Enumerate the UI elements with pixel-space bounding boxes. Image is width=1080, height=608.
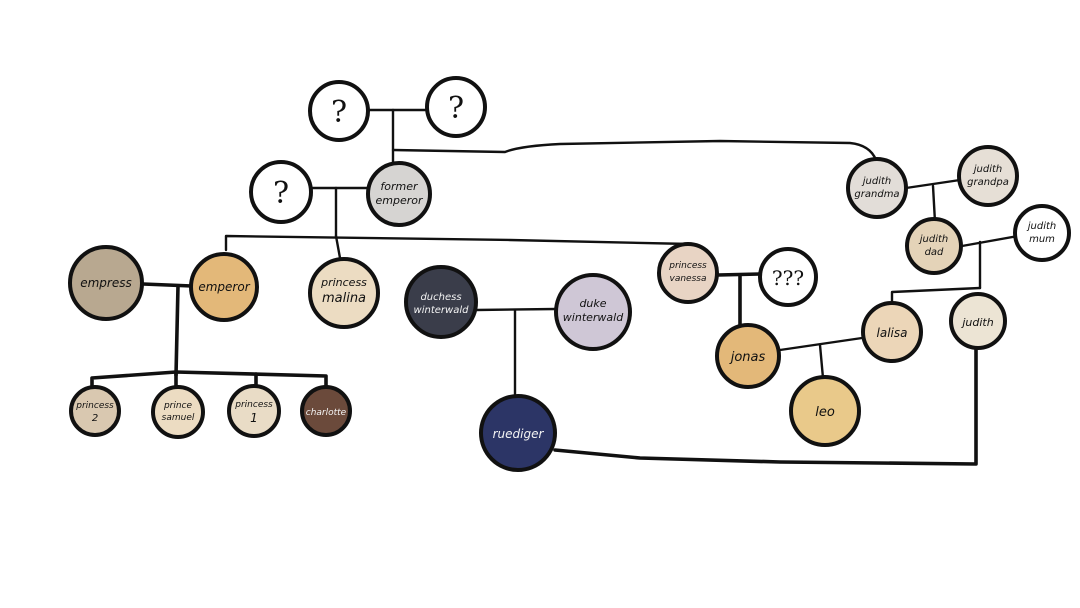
person-label: emperor [375,194,423,207]
person-label: 2 [92,413,98,424]
person-princess-2[interactable]: princess 2 [69,385,121,437]
person-label: judith [972,164,1003,175]
person-label: jonas [729,350,766,365]
person-judith-grandpa[interactable]: judith grandpa [957,145,1019,207]
person-label: ? [448,91,464,126]
person-label: 1 [250,411,258,425]
portrait [404,265,478,339]
link-grandparents-to-dad [931,184,937,224]
link-dad-mum-children-bar [890,286,982,305]
person-unknown-2[interactable]: ? [425,76,487,138]
person-label: ruediger [493,427,545,441]
person-label: duke [579,297,606,310]
person-label: dad [925,247,944,258]
link-dad-mum-couple [960,234,1020,248]
person-judith-mum[interactable]: judith mum [1013,204,1071,262]
person-unknown-4[interactable]: ??? [758,247,818,307]
person-judith-grandma[interactable]: judith grandma [846,157,908,219]
person-label: charlotte [306,408,347,418]
person-leo[interactable]: leo [789,375,861,447]
person-label: lalisa [877,326,908,340]
portrait [68,245,144,321]
connector-lines [90,108,1020,466]
link-to-princess-malina [334,234,342,260]
link-jonas-lalisa-to-leo [818,343,825,380]
person-label: former [380,180,419,193]
portrait [554,273,632,351]
person-label: princess [668,261,707,271]
portrait [308,257,380,329]
person-label: princess [234,400,273,410]
portrait [905,217,963,275]
person-label: winterwald [563,311,624,324]
portrait [151,385,205,439]
person-label: emperor [198,280,250,294]
portrait [69,385,121,437]
person-princess-1[interactable]: princess 1 [227,384,281,438]
portrait [789,375,861,447]
person-charlotte[interactable]: charlotte [300,385,352,437]
portrait [846,157,908,219]
person-label: grandma [854,189,899,200]
portrait [949,292,1007,350]
person-label: princess [75,401,114,411]
portrait [366,161,432,227]
person-unknown-3[interactable]: ? [249,160,313,224]
person-lalisa[interactable]: lalisa [861,301,923,363]
person-prince-samuel[interactable]: prince samuel [151,385,205,439]
portrait [479,394,557,472]
person-label: empress [80,276,132,290]
link-ruediger-judith [553,348,978,466]
portrait [657,242,719,304]
portrait [227,384,281,438]
person-duke-winterwald[interactable]: duke winterwald [554,273,632,351]
person-unknown-1[interactable]: ? [308,80,370,142]
portrait [861,301,923,363]
link-jonas-lalisa-couple [778,336,864,352]
portrait [957,145,1019,207]
person-label: mum [1029,234,1055,245]
link-emperor-couple [141,282,194,288]
person-jonas[interactable]: jonas [715,323,781,389]
person-label: malina [322,291,366,306]
person-label: winterwald [414,305,470,316]
person-duchess-winterwald[interactable]: duchess winterwald [404,265,478,339]
person-label: prince [163,401,193,411]
link-top-couple-to-judith-grandma [391,139,878,162]
person-label: ??? [772,266,804,290]
person-label: grandpa [967,177,1009,188]
link-grandparents-couple [904,178,962,190]
person-judith[interactable]: judith [949,292,1007,350]
person-label: samuel [162,413,195,423]
link-children-bar [224,234,692,252]
portrait [300,385,352,437]
person-former-emperor[interactable]: former emperor [366,161,432,227]
link-emperor-children-stem [174,284,180,377]
person-label: ? [273,176,289,211]
person-label: duchess [420,292,461,303]
portrait [189,252,259,322]
person-ruediger[interactable]: ruediger [479,394,557,472]
person-princess-malina[interactable]: princess malina [308,257,380,329]
person-label: princess [320,276,367,289]
person-label: leo [815,405,835,420]
person-emperor[interactable]: emperor [189,252,259,322]
person-label: ? [331,95,347,130]
portrait [715,323,781,389]
link-emperor-children-bar [90,370,328,392]
person-label: judith [1026,221,1057,232]
person-label: judith [960,316,993,329]
person-label: vanessa [670,274,707,284]
person-label: judith [918,234,949,245]
person-princess-vanessa[interactable]: princess vanessa [657,242,719,304]
person-judith-dad[interactable]: judith dad [905,217,963,275]
person-label: judith [861,176,892,187]
person-empress[interactable]: empress [68,245,144,321]
